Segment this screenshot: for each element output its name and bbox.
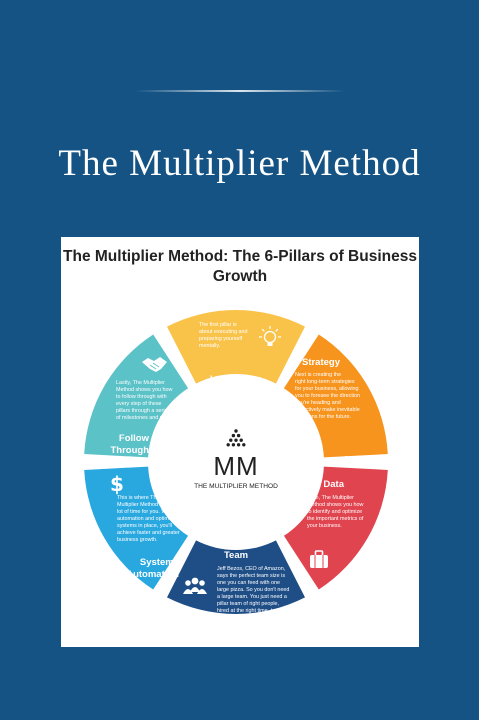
pillar-strategy-description-line: right long-term strategies — [295, 379, 355, 385]
pillar-team-description: Jeff Bezos, CEO of Amazon,says the perfe… — [217, 566, 289, 621]
pillar-data-description-line: to identify and optimize — [307, 509, 362, 515]
infographic-title-line-2: Growth — [212, 268, 268, 285]
pillar-team-title-line: Team — [224, 550, 248, 561]
pillar-team: Jeff Bezos, CEO of Amazon,says the perfe… — [166, 540, 306, 621]
pillar-data-title: Data — [323, 479, 344, 490]
logo-dot — [231, 443, 236, 447]
pillar-follow-through-description-line: to follow through with — [116, 394, 167, 400]
pillar-team-description-line: Jeff Bezos, CEO of Amazon, — [217, 566, 286, 572]
logo-dot — [231, 433, 236, 438]
pillar-strategy-segment — [283, 334, 388, 458]
infographic-card: The Multiplier Method: The 6-Pillars of … — [61, 237, 419, 647]
decorative-divider — [135, 90, 345, 92]
pillar-data-description-line: the important metrics of — [307, 516, 364, 522]
pillar-systems-automation-description-line: systems in place, you'll — [117, 523, 172, 529]
pillar-team-description-line: a large team. You just need a — [217, 594, 287, 600]
pillar-inner-game-title-line: Inner Game — [210, 374, 262, 385]
pillar-follow-through-description-line: of milestones and goals. — [116, 415, 174, 421]
pillar-strategy-title-line: Strategy — [302, 357, 341, 368]
multiplier-method-logo: MM THE MULTIPLIER METHOD — [194, 429, 278, 490]
logo-dot — [234, 438, 238, 442]
pillar-data-description-line: Method shows you how — [307, 502, 363, 508]
pillar-follow-through-title-line: Through — [110, 445, 149, 456]
pillar-systems-automation-description-line: Multiplier Method saves a — [117, 502, 178, 508]
pillar-inner-game-description-line: mentally. — [199, 343, 220, 349]
pillar-data-segment — [283, 466, 388, 590]
page-title: The Multiplier Method — [58, 143, 421, 184]
pillar-inner-game-description-line: about executing and — [199, 329, 248, 335]
pillar-follow-through-description-line: Method shows you how — [116, 387, 172, 393]
pillar-strategy-description-line: Next is creating the — [295, 372, 341, 378]
pillar-strategy-title: Strategy — [302, 357, 341, 368]
logo-dot — [236, 433, 241, 438]
pillar-strategy-description-line: for your business, allowing — [295, 386, 359, 392]
logo-dot — [242, 443, 246, 447]
briefcase-icon — [310, 550, 328, 568]
dollar-glyph: $ — [110, 472, 124, 496]
pillar-strategy-description-line: you're heading and — [295, 400, 341, 406]
pillar-strategy-description-line: proactively make inevitable — [295, 407, 360, 413]
pillar-team-description-line: hired at the right time, to — [217, 608, 275, 614]
infographic-title: The Multiplier Method: The 6-Pillars of … — [61, 247, 419, 287]
pillar-systems-automation-description-line: achieve faster and greater — [117, 530, 180, 536]
pillar-team-description-line: grow your business. — [217, 615, 265, 621]
pillar-follow-through-description-line: every step of these — [116, 401, 162, 407]
pillar-strategy-description-line: decisions for the future. — [295, 414, 351, 420]
pillar-systems-automation-segment — [84, 466, 189, 590]
pillar-systems-automation-description-line: automation and optimized — [117, 516, 179, 522]
pillar-data-title-line: Data — [323, 479, 344, 490]
pillar-follow-through-description-line: pillars through a series — [116, 408, 171, 414]
bar-chart-icon — [340, 456, 353, 467]
pillar-team-title: Team — [224, 550, 248, 561]
pillar-systems-automation-title-line: Automation — [126, 569, 179, 580]
logo-dot — [236, 443, 241, 447]
pillar-systems-automation-title-line: Systems — [140, 557, 179, 568]
pillar-data-description-line: your business. — [307, 523, 342, 529]
pillar-team-description-line: says the perfect team size is — [217, 573, 285, 579]
logo-dot — [239, 438, 243, 442]
pillar-team-segment — [166, 540, 306, 614]
logo-wordmark: THE MULTIPLIER METHOD — [194, 483, 278, 490]
logo-monogram: MM — [213, 451, 258, 481]
pillar-team-description-line: pillar team of right people, — [217, 601, 280, 607]
lightbulb-icon — [259, 326, 281, 346]
infographic-title-line-1: The Multiplier Method: The 6-Pillars of … — [63, 248, 417, 265]
dollar-icon: $ — [110, 472, 124, 496]
pillar-inner-game-description-line: The first pillar is — [199, 322, 237, 328]
pillar-follow-through-description-line: Lastly, The Multiplier — [116, 380, 165, 386]
pillar-systems-automation-description-line: lot of time for you. With — [117, 509, 172, 515]
logo-dot — [229, 438, 233, 442]
logo-dots-icon — [226, 429, 246, 447]
pillar-data-description-line: Here, The Multiplier — [307, 495, 354, 501]
pillar-systems-automation-description-line: This is where The — [117, 495, 159, 501]
logo-dot — [226, 443, 230, 447]
pillar-strategy-description-line: you to foresee the direction — [295, 393, 360, 399]
logo-dot — [234, 429, 238, 433]
pillar-team-description-line: large pizza. So you don't need — [217, 587, 289, 593]
pillar-inner-game-title: Inner Game — [210, 374, 262, 385]
pillar-systems-automation-description-line: business growth. — [117, 537, 157, 543]
people-icon — [183, 577, 207, 594]
pillar-team-description-line: one you can feed with one — [217, 580, 280, 586]
pillar-follow-through-title-line: Follow — [119, 433, 150, 444]
pillar-inner-game-description-line: preparing yourself — [199, 336, 243, 342]
handshake-icon — [142, 357, 167, 372]
